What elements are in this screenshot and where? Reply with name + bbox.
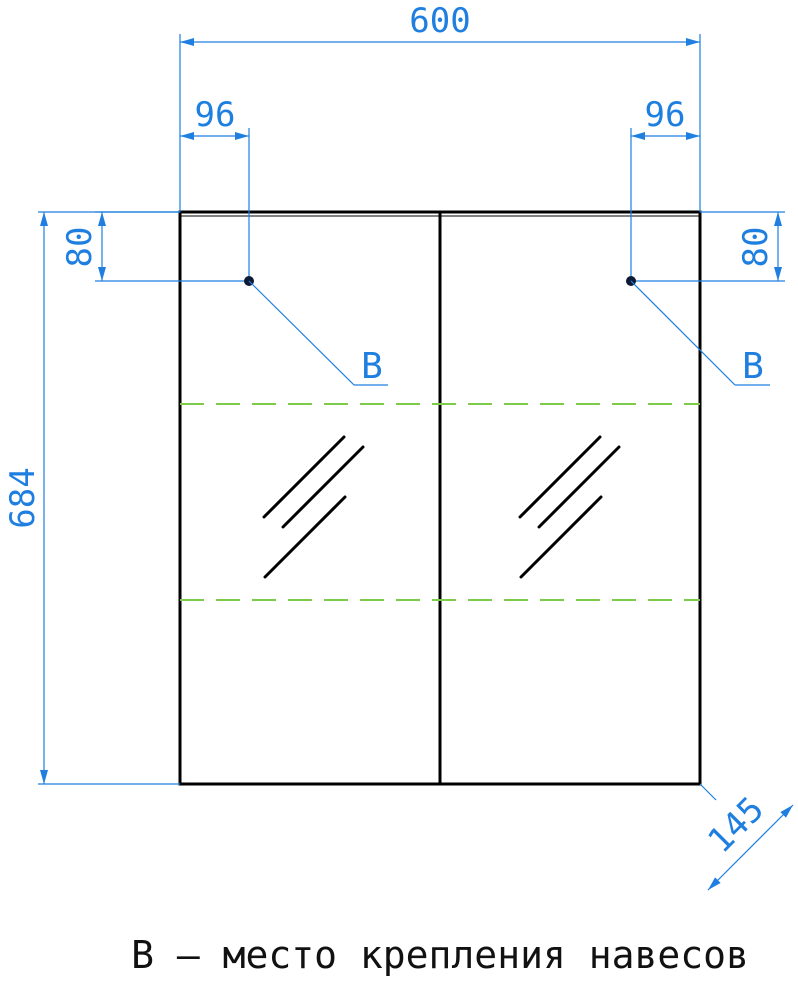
dimension-mount-offset-right-label: 96 [645, 95, 686, 135]
callout-left-label: B [361, 346, 383, 387]
dimension-width [179, 34, 701, 212]
glass-mark-right [518, 435, 621, 579]
dimension-mount-drop-right [631, 211, 785, 282]
legend-text: B – место крепления навесов [131, 933, 749, 977]
dimension-mount-drop-left [95, 211, 249, 282]
callout-right-label: B [742, 346, 764, 387]
cabinet-front [178, 210, 702, 786]
callout-left [248, 280, 388, 386]
dimension-height-label: 684 [3, 467, 43, 528]
dimension-depth-label: 145 [700, 789, 772, 861]
callout-right [630, 280, 770, 386]
dimension-mount-drop-left-label: 80 [60, 227, 100, 268]
dimension-height [38, 211, 180, 785]
dimension-mount-drop-right-label: 80 [736, 227, 776, 268]
dimension-mount-offset-right [630, 128, 700, 281]
dimension-depth [699, 783, 794, 891]
dimension-mount-offset-left-label: 96 [195, 95, 236, 135]
dimension-mount-offset-left [180, 128, 250, 281]
shelves [180, 403, 700, 601]
glass-mark-left [262, 435, 365, 579]
dimension-width-label: 600 [409, 1, 470, 41]
